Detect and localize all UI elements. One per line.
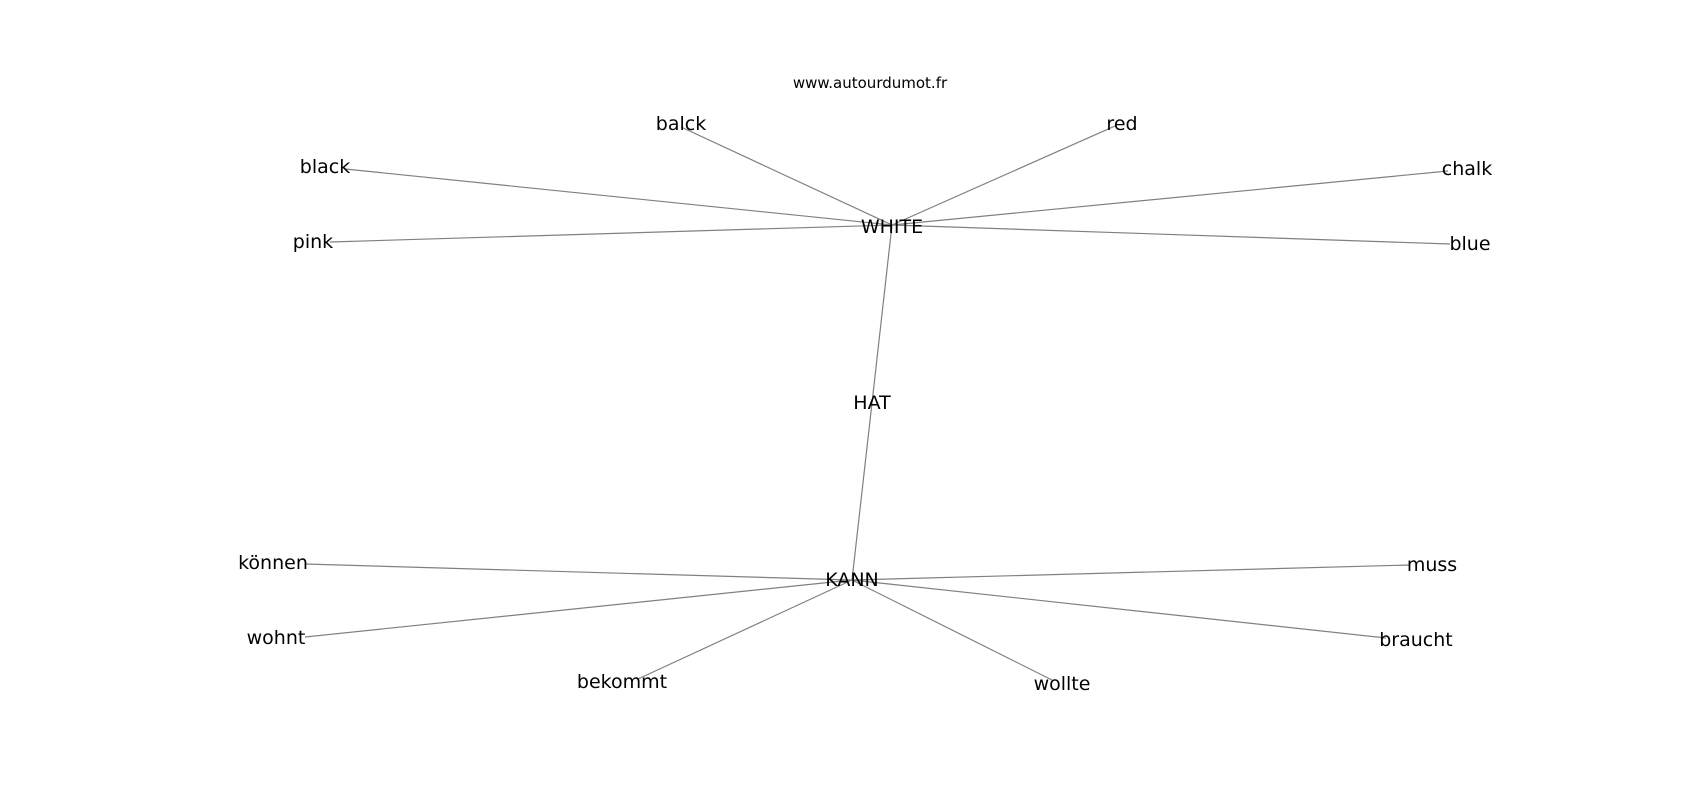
node-muss: muss [1407,554,1457,576]
node-chalk: chalk [1442,158,1492,180]
node-bekommt: bekommt [577,671,667,693]
edge-kann-muss [851,564,1411,581]
edge-hat-kann [851,402,873,581]
graph-edges [304,125,1451,681]
node-hat: HAT [853,392,891,414]
node-black: black [300,156,350,178]
node-white: WHITE [861,216,923,238]
edge-white-hat [871,224,893,404]
node-red: red [1106,113,1137,135]
edge-white-pink [329,224,893,243]
node-wollte: wollte [1034,673,1091,695]
graph-nodes: HAT WHITE KANN balck red black chalk pink blue kö… [238,113,1492,695]
edge-kann-konnen [304,563,853,581]
watermark-text: www.autourdumot.fr [793,74,948,92]
node-kann: KANN [825,569,879,591]
edge-white-balck [680,126,893,226]
edge-white-red [891,125,1116,226]
edge-white-chalk [891,170,1449,226]
edge-white-blue [891,224,1451,245]
node-pink: pink [293,231,333,253]
node-blue: blue [1449,233,1490,255]
edge-kann-wollte [851,579,1053,681]
node-wohnt: wohnt [247,627,306,649]
edge-kann-wohnt [304,579,853,638]
node-braucht: braucht [1379,629,1453,651]
node-konnen: können [238,552,308,574]
edge-kann-bekommt [637,579,853,680]
edge-kann-braucht [851,579,1387,639]
edge-white-black [344,168,893,226]
node-balck: balck [656,113,706,135]
